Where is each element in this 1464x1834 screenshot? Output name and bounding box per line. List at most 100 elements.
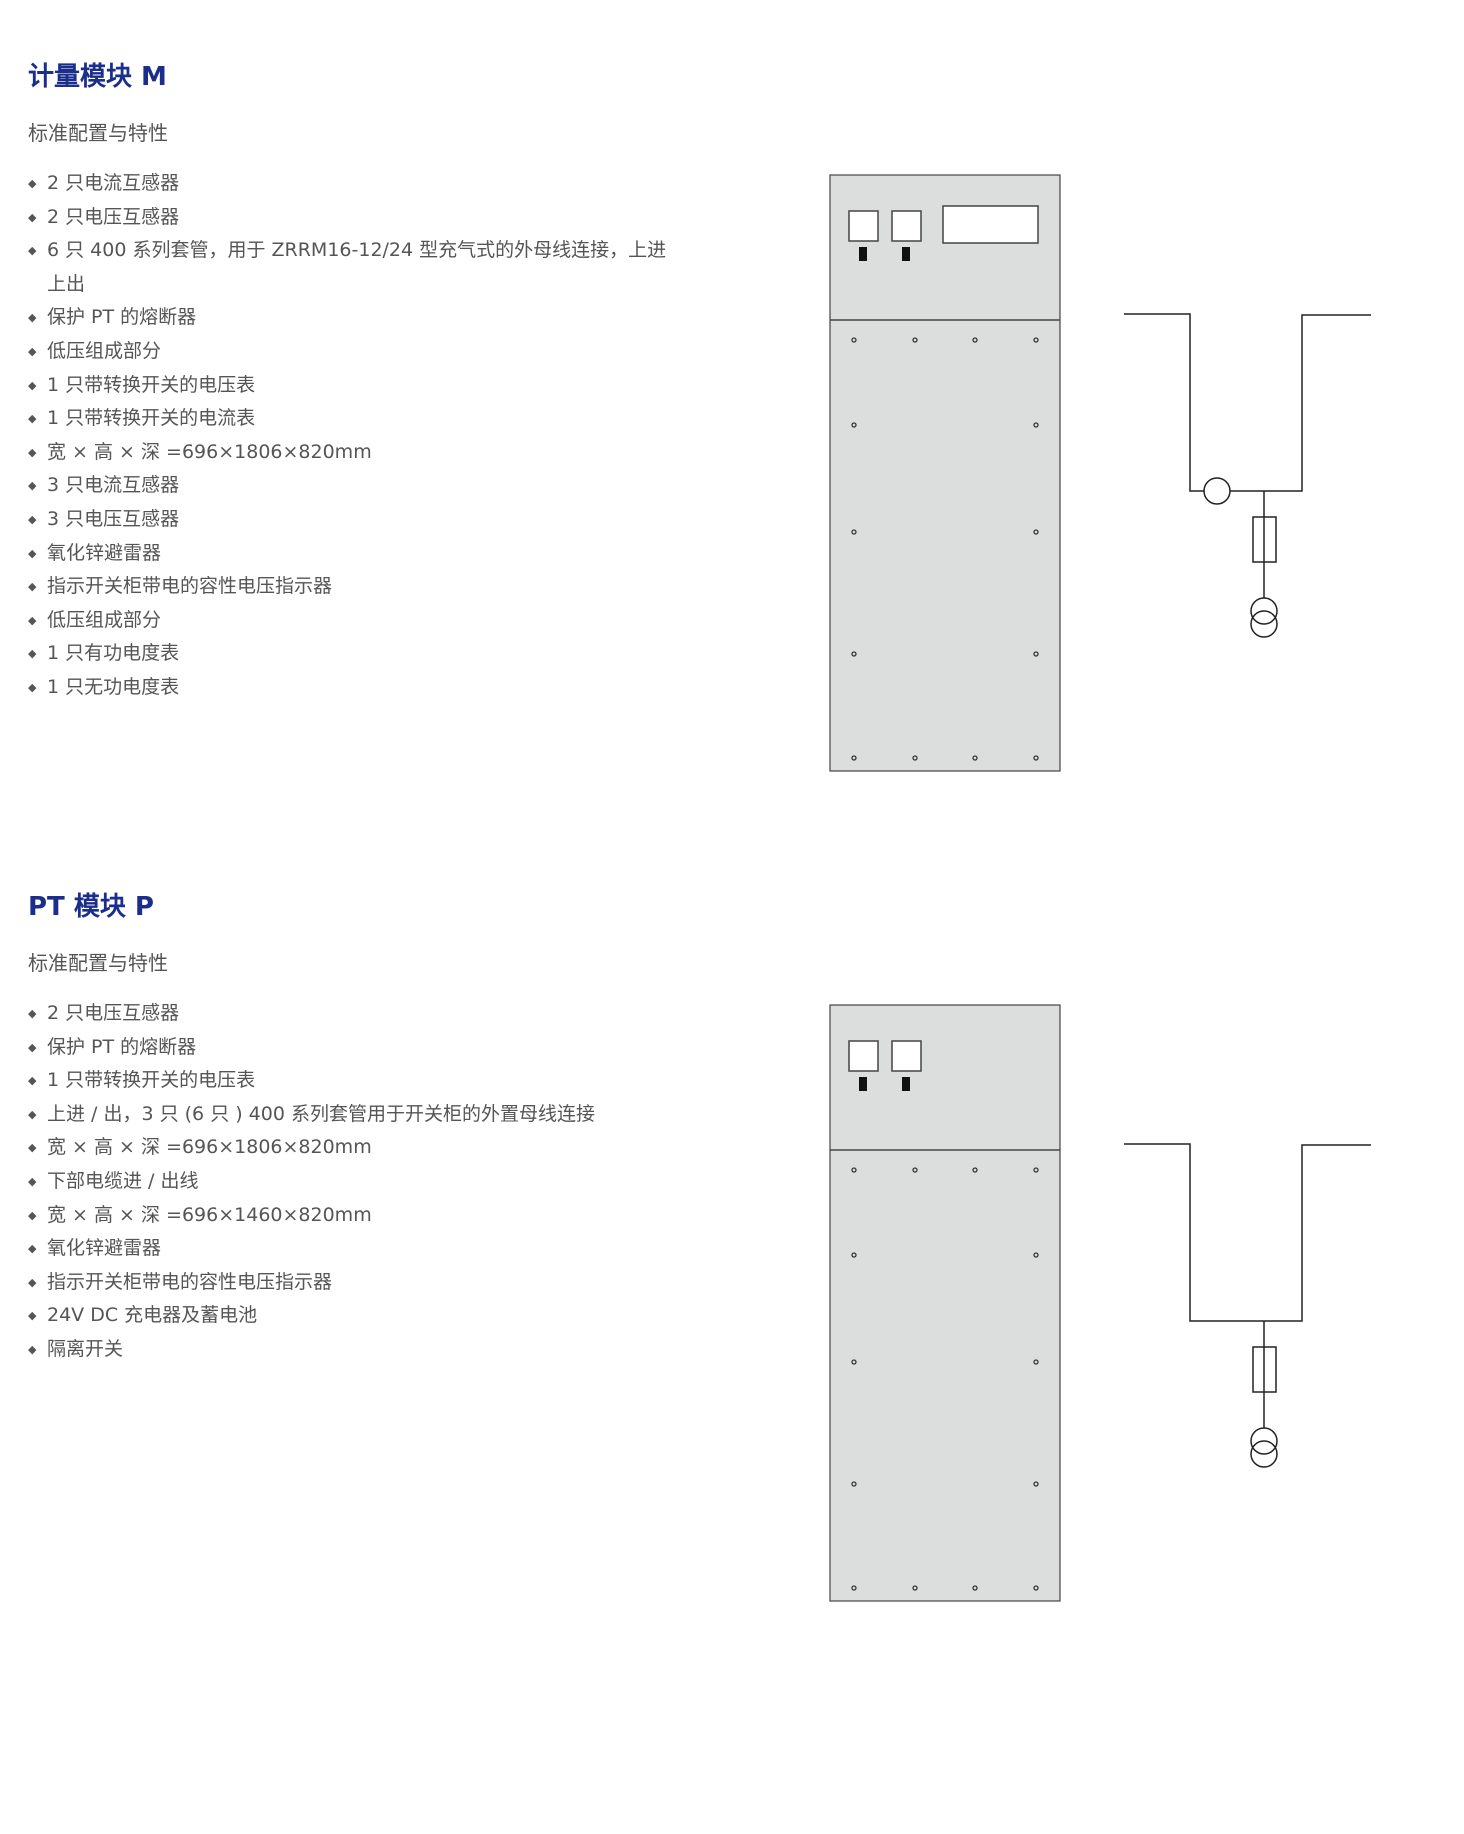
feature-text: 2 只电流互感器	[47, 172, 180, 194]
feature-item: ◆ 低压组成部分	[28, 604, 672, 638]
bullet-diamond-icon: ◆	[28, 378, 37, 392]
feature-text: 1 只带转换开关的电压表	[47, 1069, 256, 1092]
selector-switch	[859, 1077, 867, 1091]
feature-item: ◆ 1 只带转换开关的电流表	[28, 402, 672, 436]
feature-text: 1 只无功电度表	[47, 675, 180, 698]
bullet-diamond-icon: ◆	[28, 244, 37, 258]
voltage-transformer-symbol	[1250, 1427, 1278, 1455]
feature-item: ◆ 24V DC 充电器及蓄电池	[28, 1299, 672, 1333]
feature-item: ◆ 1 只有功电度表	[28, 637, 672, 671]
section-title: PT 模块 P	[28, 892, 154, 922]
panel-screws	[851, 1167, 1039, 1591]
feature-item: ◆ 宽 × 高 × 深 =696×1806×820mm	[28, 1131, 672, 1165]
section-subtitle: 标准配置与特性	[28, 951, 168, 975]
bullet-diamond-icon: ◆	[28, 177, 37, 190]
feature-item: ◆ 氧化锌避雷器	[28, 1232, 672, 1266]
feature-item: ◆指示开关柜带电的容性电压指示器	[28, 570, 672, 604]
single-line-diagram	[1124, 313, 1371, 638]
bullet-diamond-icon: ◆	[28, 1208, 37, 1222]
meter-box	[848, 210, 879, 242]
feature-text: 宽 × 高 × 深 =696×1806×820mm	[47, 440, 372, 463]
feature-item: ◆ 上进 / 出，3 只 (6 只 ) 400 系列套管用于开关柜的外置母线连接	[28, 1098, 672, 1132]
feature-item: ◆ 1 只无功电度表	[28, 671, 672, 705]
feature-text: 上进 / 出，3 只 (6 只 ) 400 系列套管用于开关柜的外置母线连接	[47, 1102, 595, 1125]
voltage-transformer-symbol	[1250, 597, 1278, 625]
feature-item: ◆ 指示开关柜带电的容性电压指示器	[28, 1266, 672, 1300]
feature-item: ◆ 隔离开关	[28, 1333, 672, 1367]
feature-text: 氧化锌避雷器	[47, 541, 162, 564]
feature-text: 1 只带转换开关的电压表	[47, 373, 256, 396]
energy-meter-display	[942, 205, 1039, 244]
feature-text: 24V DC 充电器及蓄电池	[47, 1304, 258, 1327]
feature-item: ◆ 下部电缆进 / 出线	[28, 1165, 672, 1199]
feature-text: 指示开关柜带电的容性电压指示器	[47, 1270, 333, 1293]
bullet-diamond-icon: ◆	[28, 1107, 37, 1121]
feature-item: ◆ 保护 PT 的熔断器	[28, 1031, 672, 1065]
bullet-diamond-icon: ◆	[28, 1007, 37, 1020]
feature-item: ◆ 2 只电压互感器	[28, 997, 672, 1031]
bullet-diamond-icon: ◆	[28, 311, 37, 325]
feature-text: 1 只有功电度表	[47, 642, 180, 665]
feature-text: 宽 × 高 × 深 =696×1460×820mm	[47, 1203, 372, 1226]
meter-box	[891, 210, 922, 242]
feature-text: 3 只电流互感器	[47, 474, 180, 497]
feature-item: ◆ 宽 × 高 × 深 =696×1460×820mm	[28, 1199, 672, 1233]
feature-item: ◆ 6 只 400 系列套管，用于 ZRRM16-12/24 型充气式的外母线连接…	[28, 234, 672, 301]
bullet-diamond-icon: ◆	[28, 1074, 37, 1088]
feature-item: ◆ 氧化锌避雷器	[28, 537, 672, 571]
bullet-diamond-icon: ◆	[28, 479, 37, 493]
bullet-diamond-icon: ◆	[28, 1141, 37, 1155]
selector-switch	[902, 247, 910, 261]
feature-text: 下部电缆进 / 出线	[47, 1169, 199, 1192]
feature-text: 低压组成部分	[47, 339, 162, 362]
panel-screws	[851, 337, 1039, 761]
bullet-diamond-icon: ◆	[28, 344, 37, 358]
meter-box	[848, 1040, 879, 1072]
section-title: 计量模块 M	[28, 62, 167, 92]
bullet-diamond-icon: ◆	[28, 680, 37, 694]
section-metering-module: 计量模块 M 标准配置与特性 ◆2 只电流互感器◆2 只电压互感器◆6 只 40…	[0, 0, 1464, 830]
feature-text: 低压组成部分	[47, 608, 162, 631]
feature-item: ◆ 1 只带转换开关的电压表	[28, 369, 672, 403]
bullet-diamond-icon: ◆	[28, 445, 37, 459]
bullet-diamond-icon: ◆	[28, 512, 37, 526]
section-pt-module: PT 模块 P 标准配置与特性 ◆ 2 只电压互感器 ◆ 保护 PT 的熔断器 ◆ 1 只…	[0, 830, 1464, 1660]
selector-switch	[902, 1077, 910, 1091]
feature-item: ◆ 2 只电流互感器	[28, 167, 672, 201]
feature-text: 3 只电压互感器	[47, 507, 180, 530]
current-transformer-symbol	[1203, 477, 1231, 505]
feature-text: 1 只带转换开关的电流表	[47, 407, 256, 430]
feature-item: ◆ 3 只电压互感器	[28, 503, 672, 537]
bullet-diamond-icon: ◆	[28, 1342, 37, 1356]
bullet-diamond-icon: ◆	[28, 1275, 37, 1289]
feature-text: 2 只电压互感器	[47, 1002, 180, 1024]
feature-text: 6 只 400 系列套管，用于 ZRRM16-12/24 型充气式的外母线连接，…	[47, 239, 667, 295]
cabinet-front-drawing	[829, 174, 1371, 772]
bullet-diamond-icon: ◆	[28, 647, 37, 661]
selector-switch	[859, 247, 867, 261]
bullet-diamond-icon: ◆	[28, 412, 37, 426]
bullet-diamond-icon: ◆	[28, 210, 37, 224]
feature-text: 保护 PT 的熔断器	[47, 1035, 197, 1058]
feature-text: 隔离开关	[47, 1337, 124, 1360]
feature-item: ◆ 低压组成部分	[28, 335, 672, 369]
feature-text: 指示开关柜带电的容性电压指示器	[47, 575, 333, 598]
feature-item: ◆ 1 只带转换开关的电压表	[28, 1064, 672, 1098]
cabinet-front-drawing	[829, 1004, 1371, 1602]
feature-text: 保护 PT 的熔断器	[47, 306, 197, 329]
bullet-diamond-icon: ◆	[28, 1174, 37, 1188]
feature-list: ◆2 只电流互感器◆2 只电压互感器◆6 只 400 系列套管，用于 ZRRM1…	[28, 167, 672, 705]
bullet-diamond-icon: ◆	[28, 546, 37, 560]
feature-item: ◆ 3 只电流互感器	[28, 469, 672, 503]
bullet-diamond-icon: ◆	[28, 1040, 37, 1054]
feature-item: ◆ 宽 × 高 × 深 =696×1806×820mm	[28, 436, 672, 470]
feature-text: 宽 × 高 × 深 =696×1806×820mm	[47, 1136, 372, 1159]
feature-text: 氧化锌避雷器	[47, 1237, 162, 1260]
bullet-diamond-icon: ◆	[28, 1309, 37, 1323]
section-subtitle: 标准配置与特性	[28, 121, 168, 145]
bullet-diamond-icon: ◆	[28, 1242, 37, 1256]
bullet-diamond-icon: ◆	[28, 613, 37, 627]
feature-item: ◆ 保护 PT 的熔断器	[28, 301, 672, 335]
single-line-diagram	[1124, 1143, 1371, 1468]
meter-box	[891, 1040, 922, 1072]
